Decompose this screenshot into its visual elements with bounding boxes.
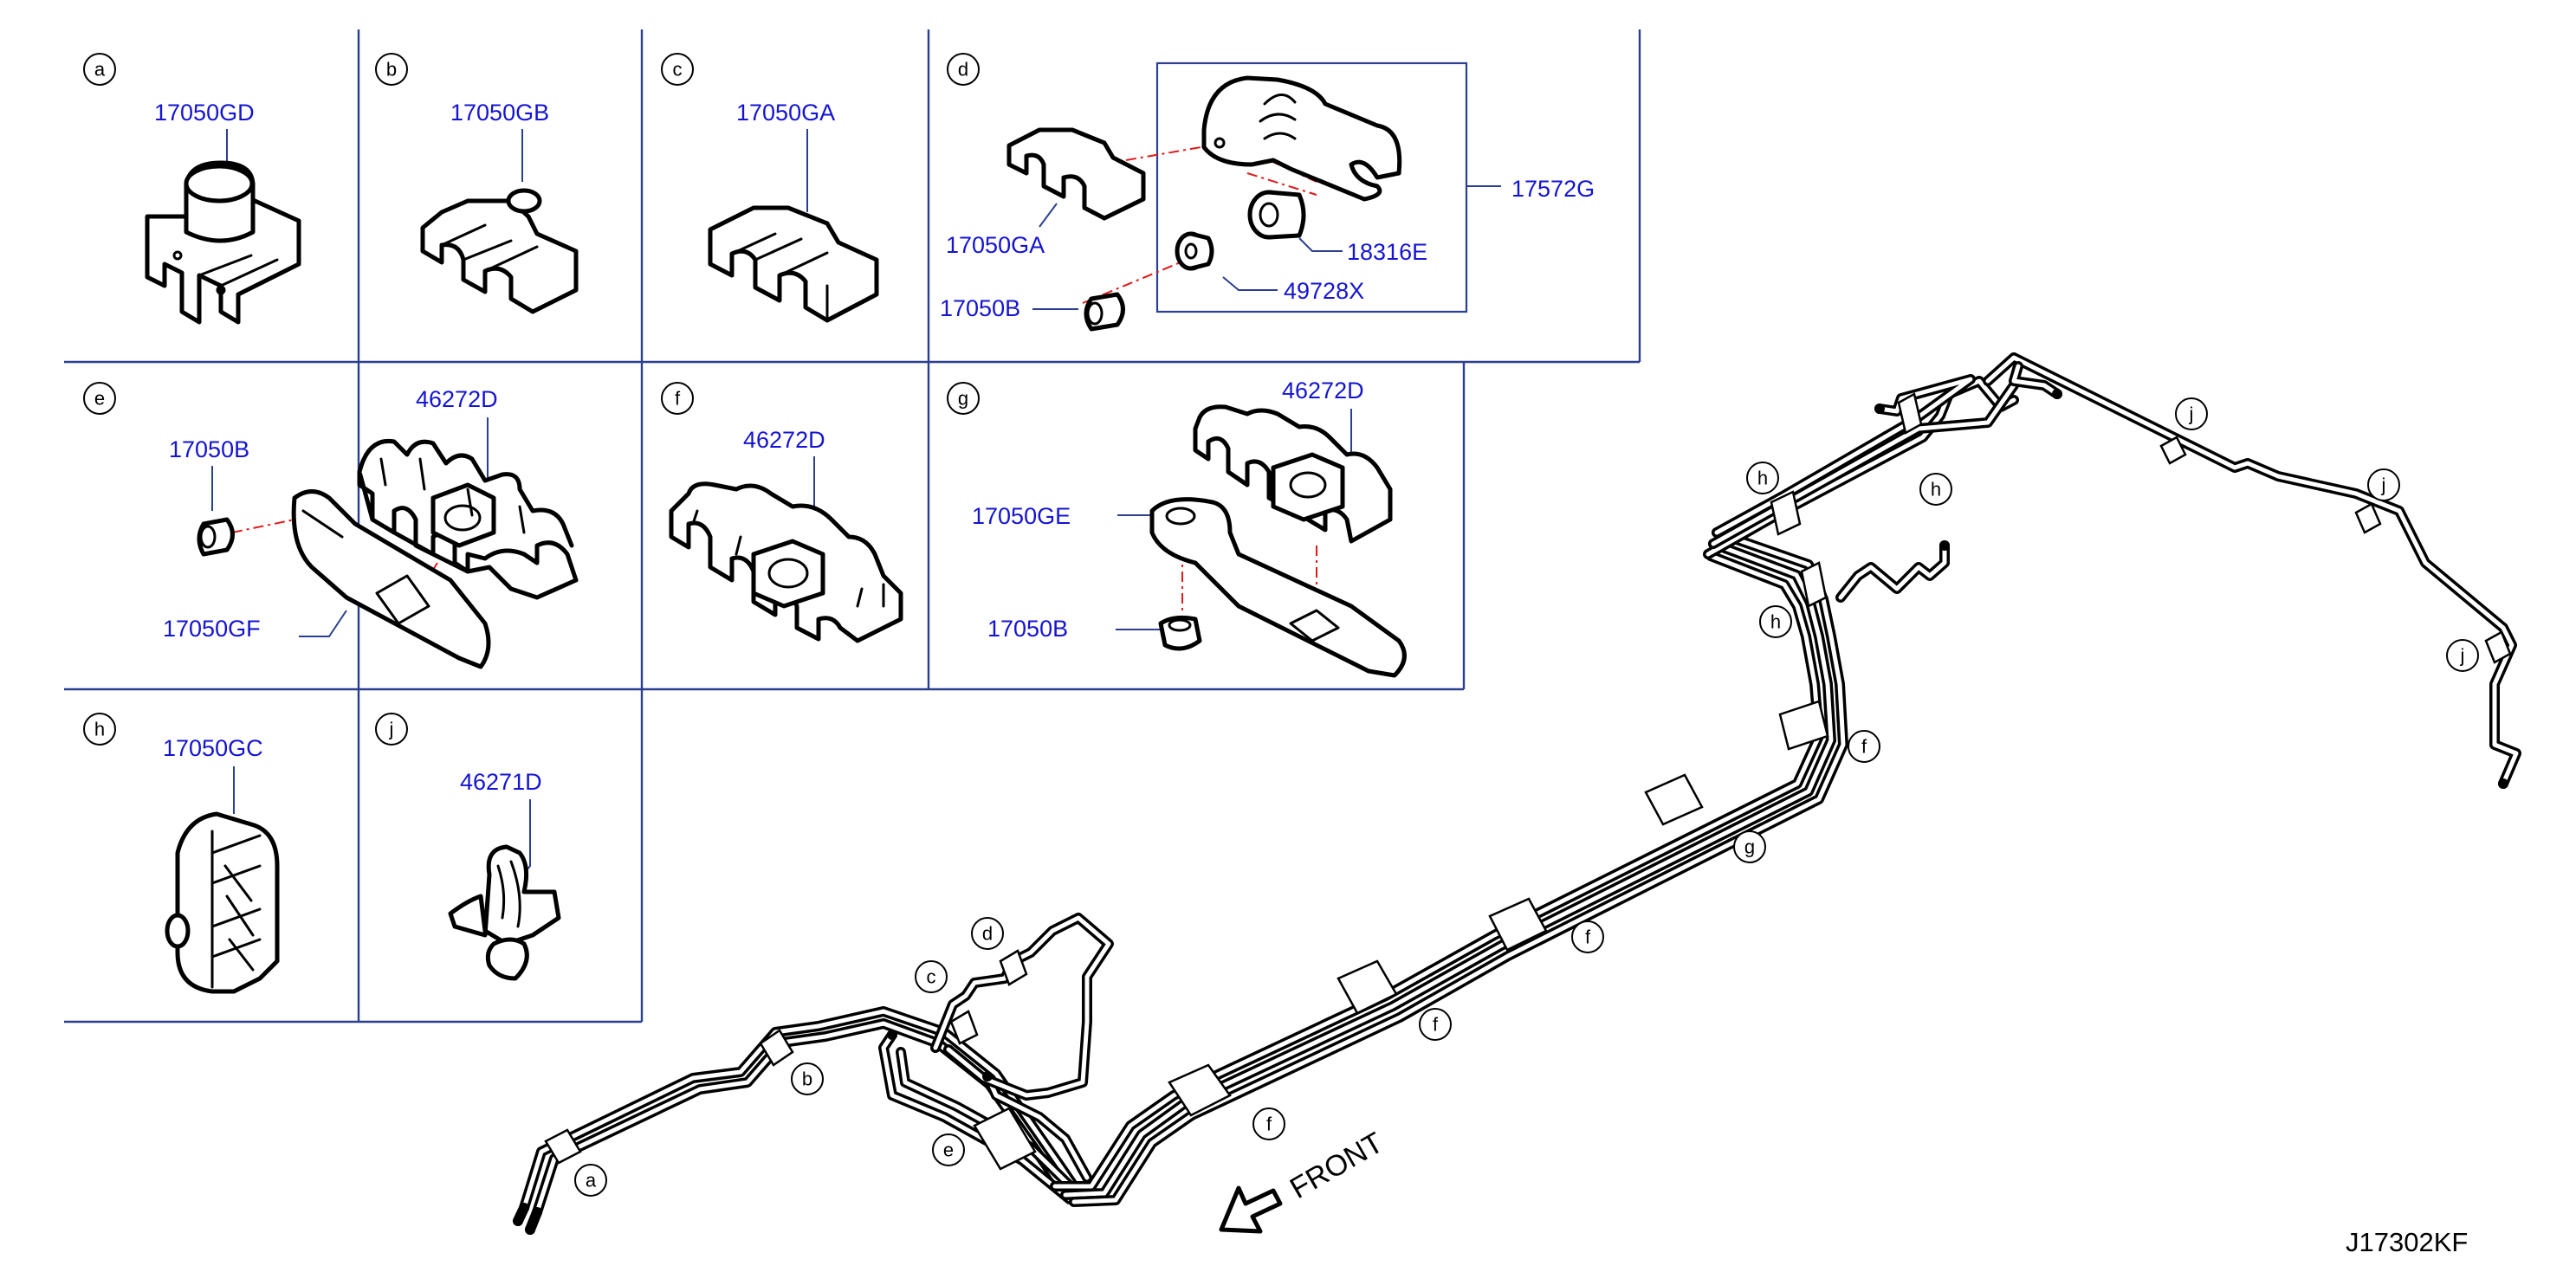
diagram-code: J17302KF — [2346, 1227, 2468, 1257]
part-number-46272d-e: 46272D — [416, 386, 498, 412]
panel-h: h 17050GC — [83, 713, 280, 994]
callout-f-2: f — [1419, 1008, 1452, 1041]
callout-f-1: f — [1252, 1107, 1285, 1140]
callout-h-1: h — [1746, 462, 1779, 494]
panel-h-label: h — [94, 719, 105, 740]
panel-g-label: g — [958, 388, 968, 410]
part-number-46271d: 46271D — [460, 769, 542, 795]
panel-g: g 46272D 17050GE 17050B — [947, 378, 1407, 678]
callout-h-2: h — [1919, 473, 1952, 506]
svg-text:a: a — [586, 1170, 597, 1191]
svg-text:f: f — [1433, 1014, 1439, 1036]
panel-f-label: f — [675, 388, 681, 410]
svg-text:f: f — [1266, 1114, 1272, 1135]
svg-text:f: f — [1861, 736, 1867, 758]
front-arrow — [1219, 1185, 1283, 1234]
nut-17050b-e-part — [197, 517, 235, 557]
assembly-17572g-frame — [1155, 61, 1468, 313]
part-number-18316e: 18316E — [1347, 239, 1427, 265]
washer-49728x-part — [1175, 231, 1214, 271]
svg-text:g: g — [1744, 836, 1755, 858]
callout-j-3: j — [2446, 639, 2479, 672]
part-number-17050gb: 17050GB — [450, 100, 549, 126]
bracket-17050gf-part — [291, 489, 491, 669]
svg-text:f: f — [1585, 927, 1591, 948]
clip-17050gc-part — [165, 811, 280, 994]
svg-text:e: e — [943, 1140, 954, 1161]
svg-text:h: h — [1757, 468, 1768, 489]
part-number-17050ga: 17050GA — [736, 100, 835, 126]
svg-text:j: j — [2381, 475, 2386, 496]
bracket-17050ge-part — [1149, 497, 1407, 678]
callout-a: a — [574, 1164, 607, 1197]
bracket-17572g-part — [1201, 75, 1402, 202]
callout-d: d — [971, 917, 1004, 950]
panel-d-label: d — [958, 59, 968, 81]
part-number-17050gd: 17050GD — [154, 100, 255, 126]
clip-46272d-g-part — [1193, 404, 1393, 544]
pipe-routing: FRONT — [513, 352, 2521, 1235]
panel-c: c 17050GA — [661, 53, 879, 323]
svg-text:h: h — [1770, 611, 1781, 633]
clip-46272d-e-part — [357, 438, 579, 600]
front-label: FRONT — [1285, 1126, 1388, 1204]
clip-46272d-f-part — [669, 481, 903, 643]
panel-j-label: j — [389, 719, 394, 740]
nut-17050b-g-part — [1158, 615, 1202, 651]
clip-46271d-part — [448, 844, 561, 981]
svg-text:j: j — [2460, 645, 2465, 667]
panel-f: f 46272D — [661, 382, 903, 643]
panel-b: b 17050GB — [375, 53, 579, 314]
nut-17050b-d-part — [1084, 292, 1125, 332]
clip-17050ga-part — [708, 205, 879, 323]
pipe-callouts: a b c d e f f f g f h h h j j j — [574, 397, 2479, 1197]
clip-17050ga-d-part — [1006, 127, 1146, 221]
callout-c: c — [915, 960, 948, 993]
panel-grid — [64, 29, 1641, 1023]
callout-b: b — [791, 1062, 824, 1095]
panel-a: a 17050GD — [83, 53, 301, 325]
panel-e-label: e — [94, 388, 105, 410]
part-number-17050gc: 17050GC — [163, 735, 263, 761]
part-number-17050gf: 17050GF — [163, 616, 261, 642]
part-number-17572g: 17572G — [1511, 176, 1595, 202]
svg-text:d: d — [982, 923, 993, 945]
panel-b-label: b — [386, 59, 397, 81]
callout-j-2: j — [2367, 468, 2400, 501]
callout-f-3: f — [1571, 920, 1604, 953]
part-number-17050b-e: 17050B — [169, 436, 249, 462]
part-number-17050ge: 17050GE — [972, 503, 1071, 529]
clip-17050gb-part — [420, 188, 579, 314]
panel-a-label: a — [94, 59, 106, 81]
svg-text:j: j — [2189, 404, 2194, 425]
panel-e: e 46272D 17050B 17050GF — [83, 382, 579, 669]
callout-e: e — [932, 1133, 965, 1166]
panel-j: j 46271D — [375, 713, 561, 981]
panel-c-label: c — [673, 59, 683, 81]
svg-text:c: c — [927, 966, 936, 988]
part-number-46272d-f: 46272D — [743, 427, 825, 453]
svg-text:h: h — [1931, 479, 1941, 500]
callout-h-3: h — [1759, 605, 1792, 638]
grommet-18316e-part — [1247, 190, 1306, 240]
part-number-17050ga-d: 17050GA — [946, 232, 1045, 258]
part-number-17050b-d: 17050B — [940, 295, 1020, 321]
svg-text:b: b — [802, 1069, 812, 1090]
callout-j-1: j — [2175, 397, 2208, 430]
callout-g: g — [1733, 830, 1766, 863]
part-number-46272d-g: 46272D — [1282, 378, 1364, 404]
clip-17050gd-part — [145, 160, 301, 325]
part-number-49728x: 49728X — [1284, 278, 1364, 304]
panel-d: d 17050GA 17572G 18316E 49728X 17050B — [940, 53, 1595, 332]
callout-f-4: f — [1848, 730, 1880, 763]
part-number-17050b-g: 17050B — [987, 616, 1068, 642]
